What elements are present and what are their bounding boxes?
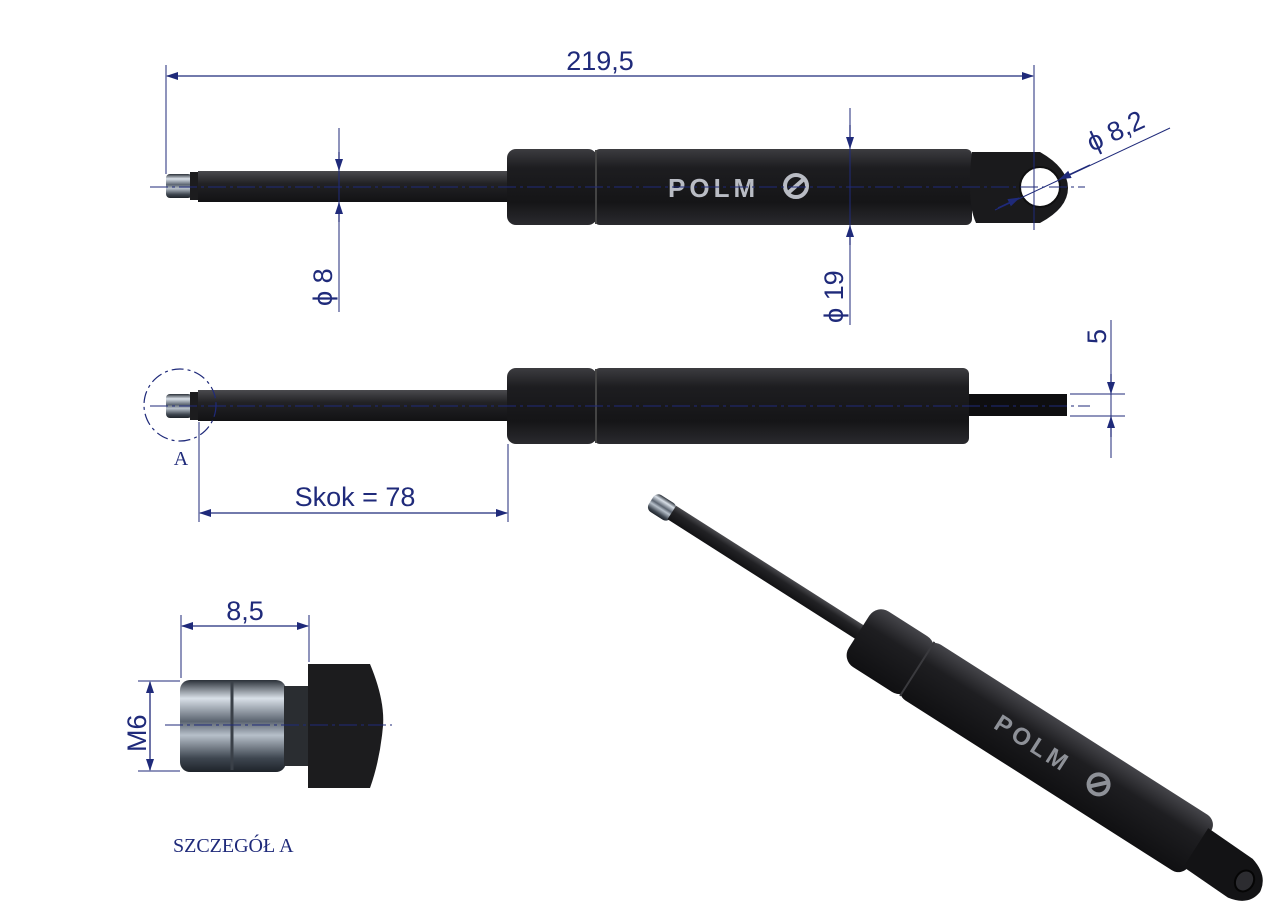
dimension-body-diameter-text: ϕ 19	[819, 270, 849, 323]
detail-a-collar	[308, 664, 384, 788]
dimension-overall-length: 219,5	[165, 46, 1035, 230]
detail-a-marker: A	[174, 448, 189, 470]
dimension-eye-diameter-text: ϕ 8,2	[1082, 105, 1149, 158]
detail-a-title: SZCZEGÓŁ A	[173, 833, 294, 857]
top-rod-tip	[166, 174, 192, 198]
dimension-overall-length-text: 219,5	[566, 46, 634, 76]
dimension-thread-text: M6	[122, 714, 152, 752]
top-brand-logo: POLM	[668, 173, 759, 203]
detail-a-neck	[284, 686, 310, 766]
detail-a-callout-circle	[143, 368, 217, 442]
iso-brand-logo-o-icon	[1086, 772, 1111, 797]
isometric-view: POLM	[647, 494, 1263, 901]
dimension-end-thickness-text: 5	[1082, 329, 1112, 344]
dimension-body-diameter: ϕ 19	[819, 108, 854, 325]
dimension-detail-length: 8,5	[180, 596, 310, 678]
dimension-stroke-text: Skok = 78	[295, 482, 416, 512]
dimension-detail-length-text: 8,5	[226, 596, 264, 626]
top-brand-logo-o-icon	[783, 173, 809, 199]
iso-rod-tip	[647, 494, 677, 521]
iso-eye-hole	[1233, 869, 1256, 893]
dimension-thread: M6	[122, 680, 180, 772]
dimension-stroke: Skok = 78	[198, 422, 509, 522]
top-rod-collar	[190, 172, 200, 200]
side-view: A	[143, 368, 1090, 470]
detail-a-view	[165, 664, 392, 788]
dimension-end-thickness: 5	[1070, 320, 1125, 458]
iso-piston-rod	[667, 505, 871, 643]
dimension-rod-diameter-text: ϕ 8	[308, 268, 338, 306]
top-view: POLM	[150, 149, 1085, 225]
side-end-plate	[969, 394, 1067, 416]
dimension-rod-diameter: ϕ 8	[308, 128, 343, 312]
iso-cylinder-body	[899, 642, 1213, 873]
